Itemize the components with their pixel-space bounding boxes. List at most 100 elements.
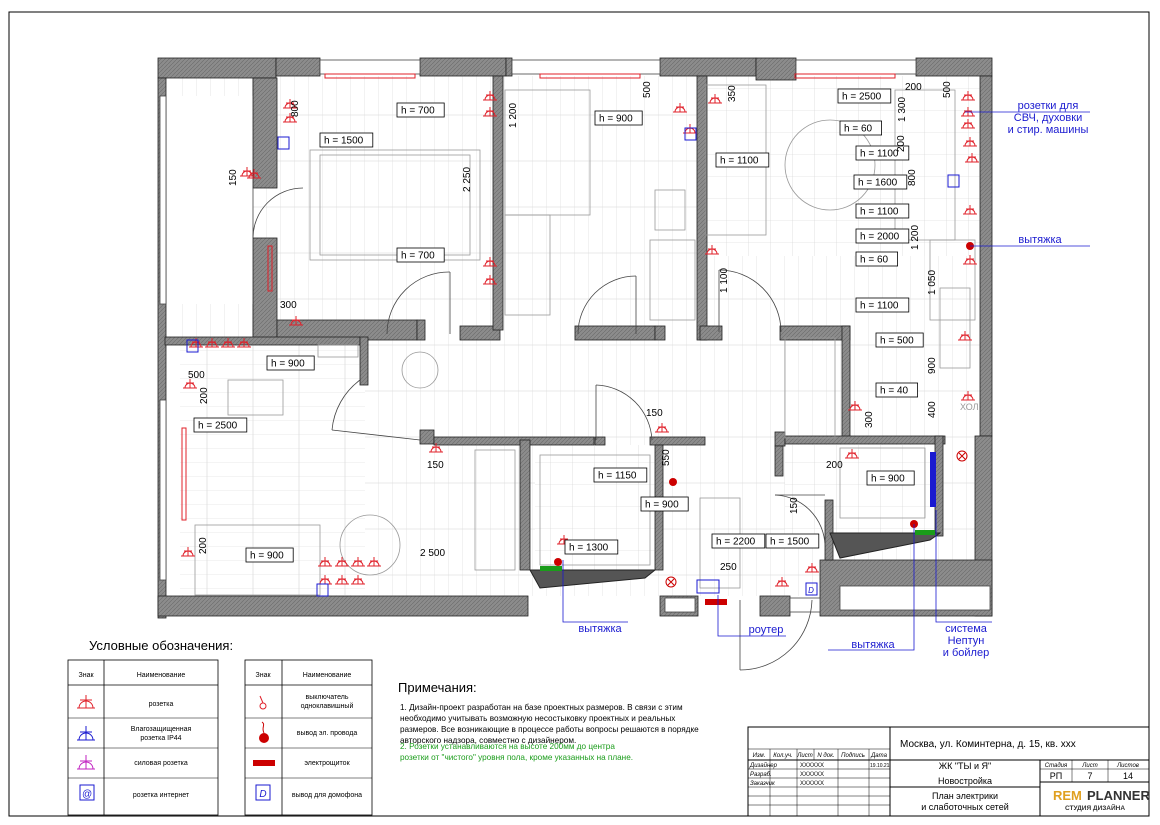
svg-text:h = 60: h = 60 xyxy=(860,255,889,266)
socket-icon xyxy=(483,91,497,101)
socket-markers xyxy=(181,91,979,587)
dimension-label: 200 xyxy=(826,460,843,471)
wire-outlet-icon xyxy=(669,478,677,486)
socket-ip44-icon xyxy=(77,726,95,741)
socket-icon xyxy=(289,316,303,326)
height-label: h = 2000 xyxy=(855,228,910,244)
socket-icon xyxy=(483,107,497,117)
svg-text:h = 1100: h = 1100 xyxy=(860,207,899,218)
project-name: ЖК "ТЫ и Я" xyxy=(939,761,991,771)
dimension-label: 800 xyxy=(907,169,918,186)
svg-text:D: D xyxy=(259,789,266,800)
socket-icon xyxy=(318,557,332,567)
svg-text:XXXXXX: XXXXXX xyxy=(800,781,824,787)
socket-icon xyxy=(237,338,251,348)
socket-icon xyxy=(705,245,719,255)
svg-text:СТУДИЯ ДИЗАЙНА: СТУДИЯ ДИЗАЙНА xyxy=(1065,803,1125,812)
notes-title: Примечания: xyxy=(398,680,477,695)
svg-text:h = 2200: h = 2200 xyxy=(716,537,756,548)
socket-icon xyxy=(963,205,977,215)
socket-icon xyxy=(961,119,975,129)
socket-icon xyxy=(367,557,381,567)
dimension-label: 500 xyxy=(642,81,653,98)
dimension-label: 1 100 xyxy=(719,268,730,293)
internet-socket-icon xyxy=(316,583,329,597)
height-label: h = 2200 xyxy=(711,533,766,549)
socket-icon xyxy=(183,379,197,389)
svg-text:Стадия: Стадия xyxy=(1045,763,1068,769)
dimension-label: 900 xyxy=(927,357,938,374)
svg-text:h = 1300: h = 1300 xyxy=(569,543,609,554)
dimension-label: 150 xyxy=(789,497,800,514)
dimension-label: 300 xyxy=(280,300,297,311)
svg-text:PLANNER: PLANNER xyxy=(1087,788,1150,803)
svg-text:h = 1100: h = 1100 xyxy=(860,149,899,160)
socket-icon xyxy=(181,547,195,557)
svg-text:розетка интернет: розетка интернет xyxy=(133,792,190,799)
dimension-label: 350 xyxy=(727,85,738,102)
svg-text:1. Дизайн-проект разработан на: 1. Дизайн-проект разработан на базе прое… xyxy=(400,703,701,745)
height-label: h = 1500 xyxy=(319,132,374,148)
building-type: Новостройка xyxy=(938,776,992,786)
floor-areas xyxy=(165,76,990,596)
socket-icon xyxy=(958,331,972,341)
svg-text:h = 900: h = 900 xyxy=(271,359,305,370)
dimension-label: 1 200 xyxy=(508,103,519,128)
dimension-label: 150 xyxy=(427,460,444,471)
svg-text:вывод эл. провода: вывод эл. провода xyxy=(297,730,358,737)
height-label: h = 2500 xyxy=(193,417,248,433)
socket-icon xyxy=(805,563,819,573)
svg-text:XXXXXX: XXXXXX xyxy=(800,772,824,778)
svg-text:Наименование: Наименование xyxy=(137,672,186,679)
svg-text:h = 500: h = 500 xyxy=(880,336,914,347)
svg-text:Листов: Листов xyxy=(1116,763,1139,769)
internet-socket-icon xyxy=(696,579,720,594)
special-markers: D xyxy=(186,127,974,605)
hol-label: ХОЛ xyxy=(960,402,979,412)
socket-icon xyxy=(351,557,365,567)
callout-neptun: система xyxy=(945,623,988,635)
svg-text:вывод для домофона: вывод для домофона xyxy=(292,792,362,799)
socket-icon xyxy=(77,695,95,709)
intercom-outlet-icon: D xyxy=(255,784,271,801)
internet-socket-icon xyxy=(186,339,199,353)
floor-drain-icon xyxy=(956,450,968,462)
dimension-label: 150 xyxy=(228,169,239,186)
svg-text:Изм.: Изм. xyxy=(753,753,766,759)
socket-icon xyxy=(655,423,669,433)
height-label: h = 1100 xyxy=(855,203,910,219)
svg-text:h = 1500: h = 1500 xyxy=(770,537,810,548)
internet-socket-icon: @ xyxy=(79,784,95,801)
svg-text:Лист: Лист xyxy=(1081,763,1097,769)
height-label: h = 1150 xyxy=(593,467,648,483)
socket-icon xyxy=(845,449,859,459)
svg-text:Дата: Дата xyxy=(870,753,887,759)
wire-outlet-icon xyxy=(259,721,269,743)
height-label: h = 60 xyxy=(839,120,882,136)
socket-icon xyxy=(961,91,975,101)
wire-outlet-icon xyxy=(554,558,562,566)
svg-text:2. Розетки устанавливаются на: 2. Розетки устанавливаются на высоте 200… xyxy=(400,742,633,762)
junction-box-icon xyxy=(253,760,275,766)
stage-value: РП xyxy=(1050,771,1062,781)
svg-text:Подпись: Подпись xyxy=(841,753,865,759)
socket-icon xyxy=(335,557,349,567)
svg-text:h = 40: h = 40 xyxy=(880,386,909,397)
svg-text:h = 1500: h = 1500 xyxy=(324,136,364,147)
socket-icon xyxy=(961,391,975,401)
dimension-label: 2 500 xyxy=(420,548,445,559)
svg-text:h = 2500: h = 2500 xyxy=(198,421,238,432)
height-label: h = 900 xyxy=(866,470,915,486)
socket-icon xyxy=(240,167,254,177)
sheets-value: 14 xyxy=(1123,771,1133,781)
height-label: h = 900 xyxy=(245,547,294,563)
socket-icon xyxy=(848,401,862,411)
callout-sockets-line1: розетки для xyxy=(1018,100,1079,112)
socket-icon xyxy=(221,338,235,348)
socket-icon xyxy=(963,255,977,265)
switch-icon xyxy=(259,695,267,710)
dimension-label: 1 050 xyxy=(927,270,938,295)
svg-text:розетка: розетка xyxy=(149,701,174,708)
